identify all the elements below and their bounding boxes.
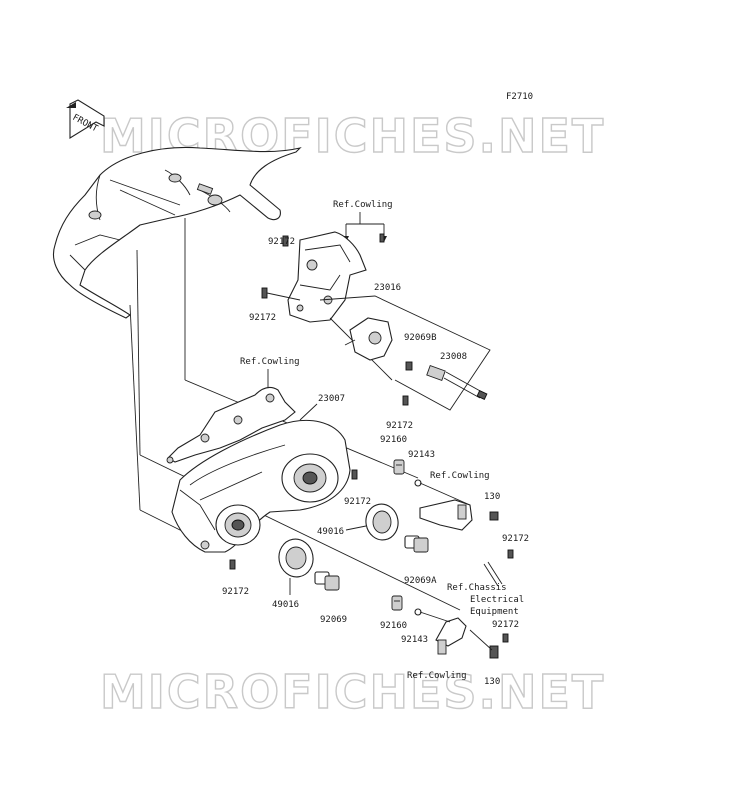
connector-92069B-icon <box>405 361 413 371</box>
harness-drawing <box>483 563 499 587</box>
bolt-icon <box>502 633 509 643</box>
leader-line <box>129 304 141 511</box>
ref-cowling-label-3: Ref.Cowling <box>430 471 490 481</box>
label-92172-c: 92172 <box>386 421 413 431</box>
label-92143-a: 92143 <box>408 450 435 460</box>
screw-130-lower-icon <box>489 645 499 659</box>
label-130-b: 130 <box>484 677 500 687</box>
label-92160-b: 92160 <box>380 621 407 631</box>
label-92069: 92069 <box>320 615 347 625</box>
adjuster-bracket-upper-drawing <box>419 499 499 531</box>
bolt-icon <box>351 469 358 480</box>
leader-line <box>136 249 141 456</box>
label-130-a: 130 <box>484 492 500 502</box>
figure-id: F2710 <box>506 92 533 102</box>
bolt-icon <box>507 549 514 559</box>
front-arrow-icon: FRONT <box>66 99 105 139</box>
headlight-bracket-drawing <box>166 386 296 464</box>
bolt-icon <box>402 395 409 406</box>
label-92172-g: 92172 <box>492 620 519 630</box>
group-outline <box>319 295 491 411</box>
bolt-icon <box>229 559 236 570</box>
label-49016-a: 49016 <box>317 527 344 537</box>
bracket-23016-drawing <box>287 231 385 323</box>
adjuster-bracket-lower-drawing <box>435 617 499 659</box>
ref-cowling-label-1: Ref.Cowling <box>333 200 393 210</box>
label-92172-f: 92172 <box>222 587 249 597</box>
grommet-92160-lower-drawing <box>391 595 403 611</box>
label-92172-d: 92172 <box>344 497 371 507</box>
bulb-92069A-drawing <box>404 535 429 553</box>
ref-cowling-label-2: Ref.Cowling <box>240 357 300 367</box>
bulb-92069-drawing <box>314 571 340 591</box>
label-92160-a: 92160 <box>380 435 407 445</box>
label-92069A: 92069A <box>404 576 437 586</box>
label-23007: 23007 <box>318 394 345 404</box>
bolt-icon <box>282 235 289 247</box>
grommet-92160-upper-drawing <box>393 459 405 475</box>
label-92143-b: 92143 <box>401 635 428 645</box>
label-49016-b: 49016 <box>272 600 299 610</box>
ref-chassis-line3: Equipment <box>470 607 519 617</box>
label-92172-a: 92172 <box>268 237 295 247</box>
upper-cowling-drawing <box>52 146 302 319</box>
label-92069B: 92069B <box>404 333 437 343</box>
label-92172-b: 92172 <box>249 313 276 323</box>
watermark-bottom: MICROFICHES.NET <box>100 665 605 719</box>
label-23008: 23008 <box>440 352 467 362</box>
label-23016: 23016 <box>374 283 401 293</box>
ref-cowling-label-4: Ref.Cowling <box>407 671 467 681</box>
ref-chassis-line1: Ref.Chassis <box>447 583 507 593</box>
actuator-drawing <box>344 317 488 401</box>
bulb-cover-49016-upper-drawing <box>365 503 399 541</box>
bulb-cover-49016-lower-drawing <box>278 538 314 578</box>
headlight-assembly-drawing <box>171 419 351 553</box>
ref-chassis-line2: Electrical <box>470 595 524 605</box>
screw-130-icon <box>489 511 499 521</box>
bolt-icon <box>261 287 268 299</box>
label-92172-e: 92172 <box>502 534 529 544</box>
